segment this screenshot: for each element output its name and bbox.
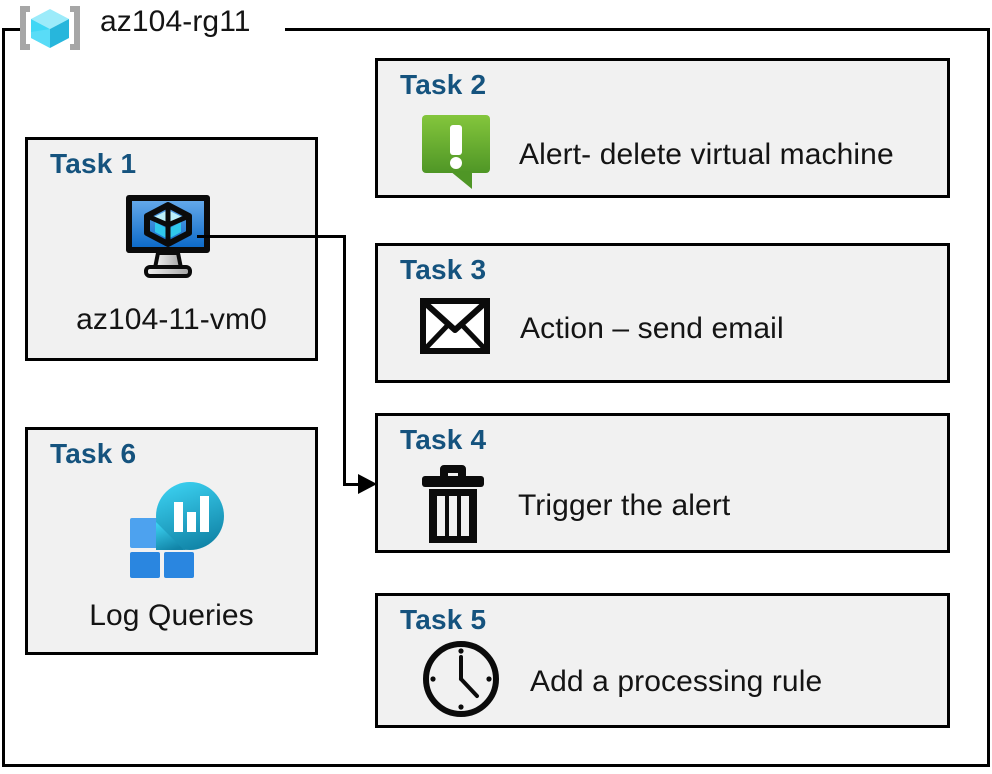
task-4-label: Trigger the alert (518, 488, 731, 522)
alert-exclamation-icon (420, 113, 492, 196)
task-6-caption: Log Queries (89, 599, 254, 632)
task-2-heading: Task 2 (400, 69, 487, 100)
task-card-5[interactable]: Task 5 Add a processing rule (375, 593, 950, 728)
task-5-label: Add a processing rule (530, 664, 823, 698)
connector-segment-horizontal-bottom (343, 483, 369, 486)
task-card-4[interactable]: Task 4 Trigger the alert (375, 413, 950, 553)
connector-segment-horizontal-top (197, 235, 346, 238)
frame-left-line (2, 28, 5, 767)
frame-right-line (987, 28, 990, 767)
task-5-heading: Task 5 (400, 604, 487, 635)
log-analytics-icon (120, 478, 224, 583)
task-6-heading: Task 6 (50, 438, 137, 469)
task-1-caption: az104-11-vm0 (76, 303, 267, 336)
clock-icon (420, 638, 502, 725)
frame-bottom-line (2, 764, 990, 767)
task-card-2[interactable]: Task 2 Alert- delete virtual machin (375, 58, 950, 198)
task-1-heading: Task 1 (50, 148, 137, 179)
resource-group-title: az104-rg11 (100, 5, 251, 38)
resource-group-cube-icon (14, 2, 86, 54)
task-card-6[interactable]: Task 6 (25, 427, 318, 655)
envelope-icon (420, 298, 490, 359)
task-3-label: Action – send email (520, 311, 784, 345)
task-4-heading: Task 4 (400, 424, 487, 455)
task-card-1[interactable]: Task 1 (25, 137, 318, 361)
task-2-label: Alert- delete virtual machine (519, 137, 894, 171)
frame-top-line (285, 28, 990, 31)
trash-can-icon (420, 461, 486, 550)
task-3-heading: Task 3 (400, 254, 487, 285)
frame-top-stub (2, 28, 20, 31)
virtual-machine-icon (120, 192, 224, 285)
task-card-3[interactable]: Task 3 Action – send email (375, 243, 950, 383)
arrowhead-right-icon (358, 474, 377, 494)
connector-segment-vertical (343, 235, 346, 485)
